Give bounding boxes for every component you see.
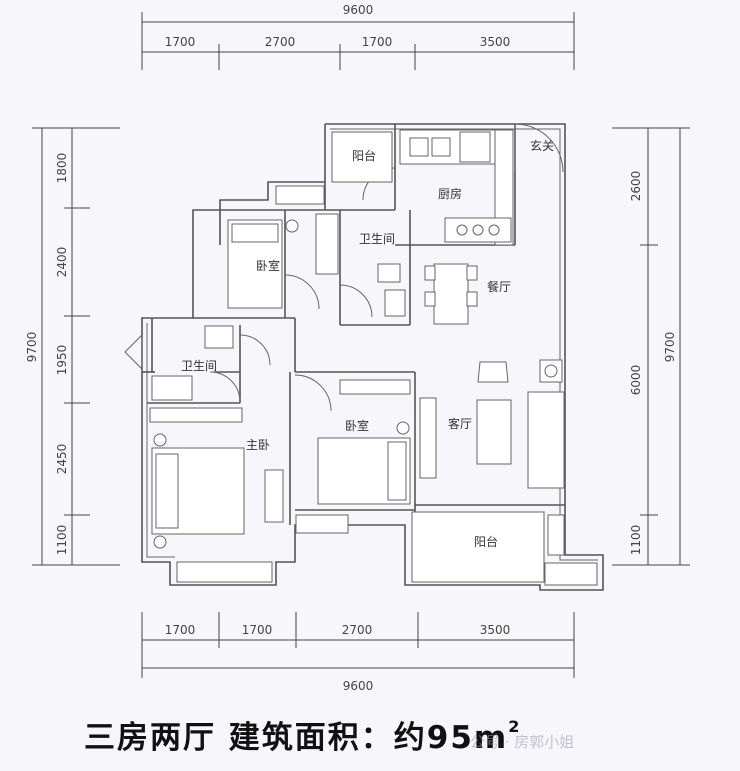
room-label-bathroom-top: 卫生间 (359, 232, 395, 246)
dim-top-total: 9600 (343, 3, 374, 17)
room-label-bedroom-mid: 卧室 (345, 418, 369, 433)
room-label-master-bedroom: 主卧 (246, 438, 270, 452)
dim-bottom-seg-3: 2700 (342, 623, 373, 637)
room-labels: 阳台 厨房 玄关 卫生间 卧室 餐厅 卫生间 主卧 卧室 客厅 阳台 (181, 138, 554, 549)
dim-bottom-total: 9600 (343, 679, 374, 693)
room-label-dining: 餐厅 (487, 279, 511, 294)
dim-left-seg-4: 2450 (55, 444, 69, 475)
room-label-bedroom-top: 卧室 (256, 258, 280, 273)
dim-bottom-seg-1: 1700 (165, 623, 196, 637)
dimension-top: 9600 1700 2700 1700 3500 (141, 3, 575, 70)
dim-left-seg-1: 1800 (55, 153, 69, 184)
dim-right-seg-2: 6000 (629, 365, 643, 396)
walls (141, 123, 604, 591)
dim-bottom-seg-4: 3500 (480, 623, 511, 637)
room-label-bathroom-left: 卫生间 (181, 359, 217, 373)
dim-top-seg-3: 1700 (362, 35, 393, 49)
dim-right-seg-3: 1100 (629, 525, 643, 556)
watermark: 公号 · 房郭小姐 (470, 733, 575, 751)
balcony-fixtures (176, 131, 598, 586)
dim-bottom-seg-2: 1700 (242, 623, 273, 637)
room-label-kitchen: 厨房 (438, 186, 462, 201)
dimension-bottom: 1700 1700 2700 3500 9600 (141, 612, 575, 693)
area-caption: 三房两厅 建筑面积：约95m2 (84, 712, 521, 757)
dim-left-seg-5: 1100 (55, 525, 69, 556)
furniture (149, 129, 565, 549)
floor-plan: 9600 1700 2700 1700 3500 1700 1700 2700 … (25, 3, 690, 693)
caption-text: 三房两厅 建筑面积：约95m (84, 720, 509, 756)
room-label-entrance: 玄关 (530, 138, 554, 153)
dim-left-seg-2: 2400 (55, 247, 69, 278)
dim-top-seg-4: 3500 (480, 35, 511, 49)
dimension-right: 2600 6000 1100 9700 (612, 127, 690, 566)
room-label-living: 客厅 (448, 416, 472, 431)
room-label-balcony-bottom: 阳台 (474, 534, 498, 549)
dim-top-seg-2: 2700 (265, 35, 296, 49)
dim-left-total: 9700 (25, 332, 39, 363)
dimension-left: 9700 1800 2400 1950 2450 1100 (25, 127, 120, 566)
dim-left-seg-3: 1950 (55, 345, 69, 376)
dim-right-seg-1: 2600 (629, 171, 643, 202)
caption-superscript: 2 (508, 717, 522, 736)
dim-right-total: 9700 (663, 332, 677, 363)
room-label-balcony-top: 阳台 (352, 148, 376, 163)
dim-top-seg-1: 1700 (165, 35, 196, 49)
